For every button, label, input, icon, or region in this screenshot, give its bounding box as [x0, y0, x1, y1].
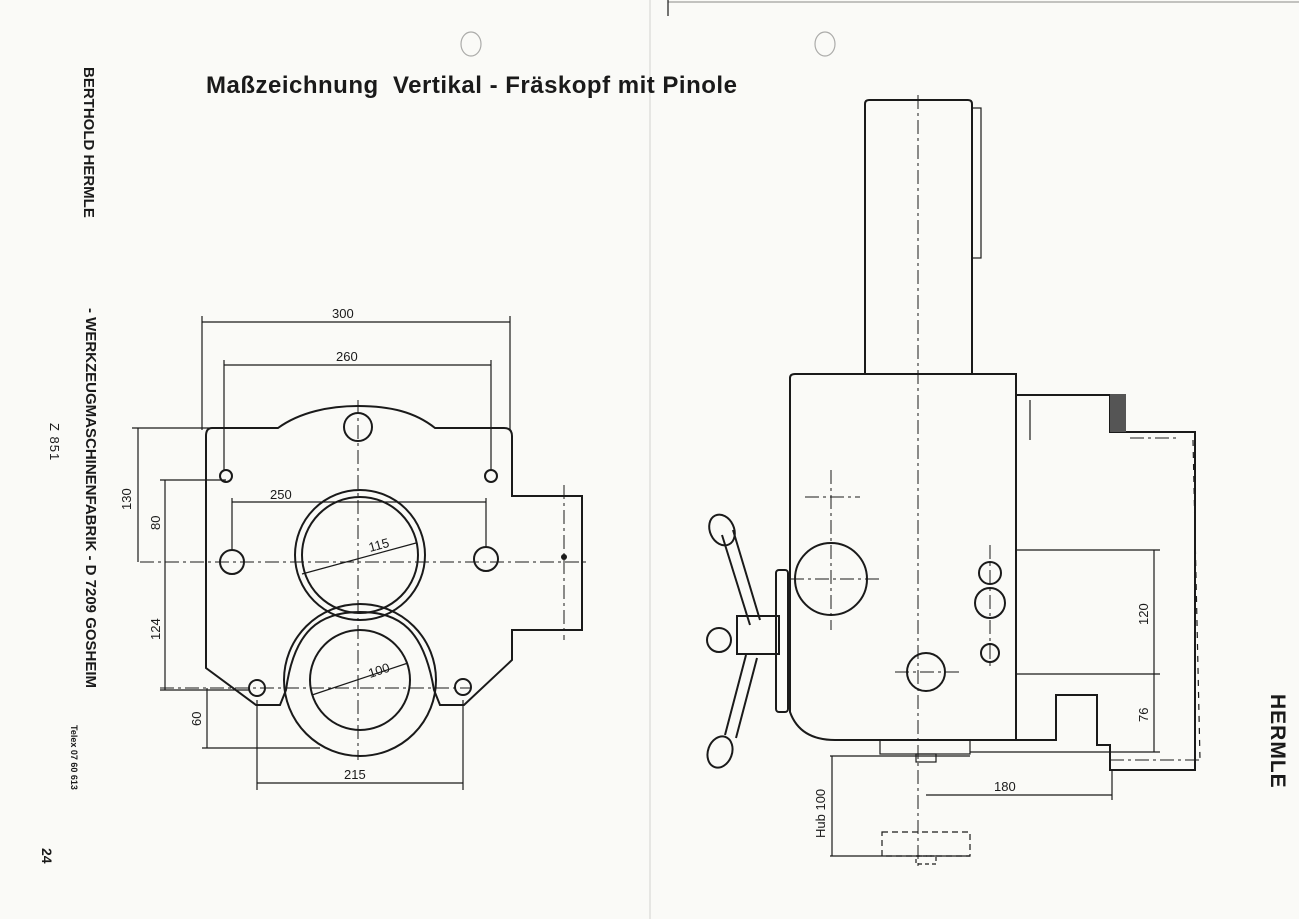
- quill-flange: [879, 739, 971, 755]
- knurled-knob[interactable]: [1110, 394, 1126, 432]
- body-hole-3: [980, 643, 1000, 663]
- dim-80: 80: [148, 516, 163, 530]
- dim-115: 115: [367, 535, 391, 555]
- quill-bore-inner: [309, 629, 411, 731]
- handwheel-hub[interactable]: [736, 615, 780, 655]
- dim-124: 124: [148, 618, 163, 640]
- dim-300: 300: [332, 306, 354, 321]
- quill-bore-outer: [283, 603, 437, 757]
- spindle-tip-extended: [915, 855, 937, 865]
- dim-line-115: [301, 542, 417, 575]
- head-body: [789, 373, 1017, 741]
- lever-lower-edge: [735, 657, 758, 739]
- dim-hub-100: Hub 100: [813, 789, 828, 838]
- spindle-bore-large: [294, 489, 426, 621]
- side-pin: [561, 554, 567, 560]
- dim-260: 260: [336, 349, 358, 364]
- dim-250: 250: [270, 487, 292, 502]
- dim-100: 100: [366, 660, 391, 681]
- dim-130: 130: [119, 488, 134, 510]
- bolt-hole-br: [454, 678, 472, 696]
- bolt-hole-mr: [473, 546, 499, 572]
- dim-215: 215: [344, 767, 366, 782]
- spindle-tip: [915, 753, 937, 763]
- column-cover: [971, 107, 982, 259]
- page-title: Maßzeichnung Vertikal - Fräskopf mit Pin…: [206, 72, 738, 99]
- dim-60: 60: [189, 712, 204, 726]
- hub-cap: [706, 627, 732, 653]
- front-view: 300 260 250 130 80 115 124: [119, 306, 590, 790]
- bolt-hole-tr: [484, 469, 498, 483]
- punch-hole-right: [814, 31, 836, 57]
- side-housing: [1016, 394, 1196, 771]
- lever-knob-top[interactable]: [704, 510, 739, 549]
- dim-line-100: [311, 662, 409, 696]
- lever-upper-edge: [732, 529, 761, 621]
- punch-hole-left: [460, 31, 482, 57]
- dim-120: 120: [1136, 603, 1151, 625]
- spindle-bore-large-inner: [301, 496, 419, 614]
- side-view: 120 76 180 Hub 100: [703, 95, 1201, 870]
- quill-extended-outline: [881, 831, 971, 857]
- handwheel-plate: [775, 569, 789, 713]
- bolt-hole-tl: [219, 469, 233, 483]
- front-housing-outline: [205, 404, 583, 706]
- dim-76: 76: [1136, 708, 1151, 722]
- lever-lower[interactable]: [724, 654, 747, 736]
- lever-knob-bottom[interactable]: [703, 733, 736, 771]
- lever-upper[interactable]: [721, 534, 751, 626]
- side-edge: [1192, 439, 1201, 761]
- dim-180: 180: [994, 779, 1016, 794]
